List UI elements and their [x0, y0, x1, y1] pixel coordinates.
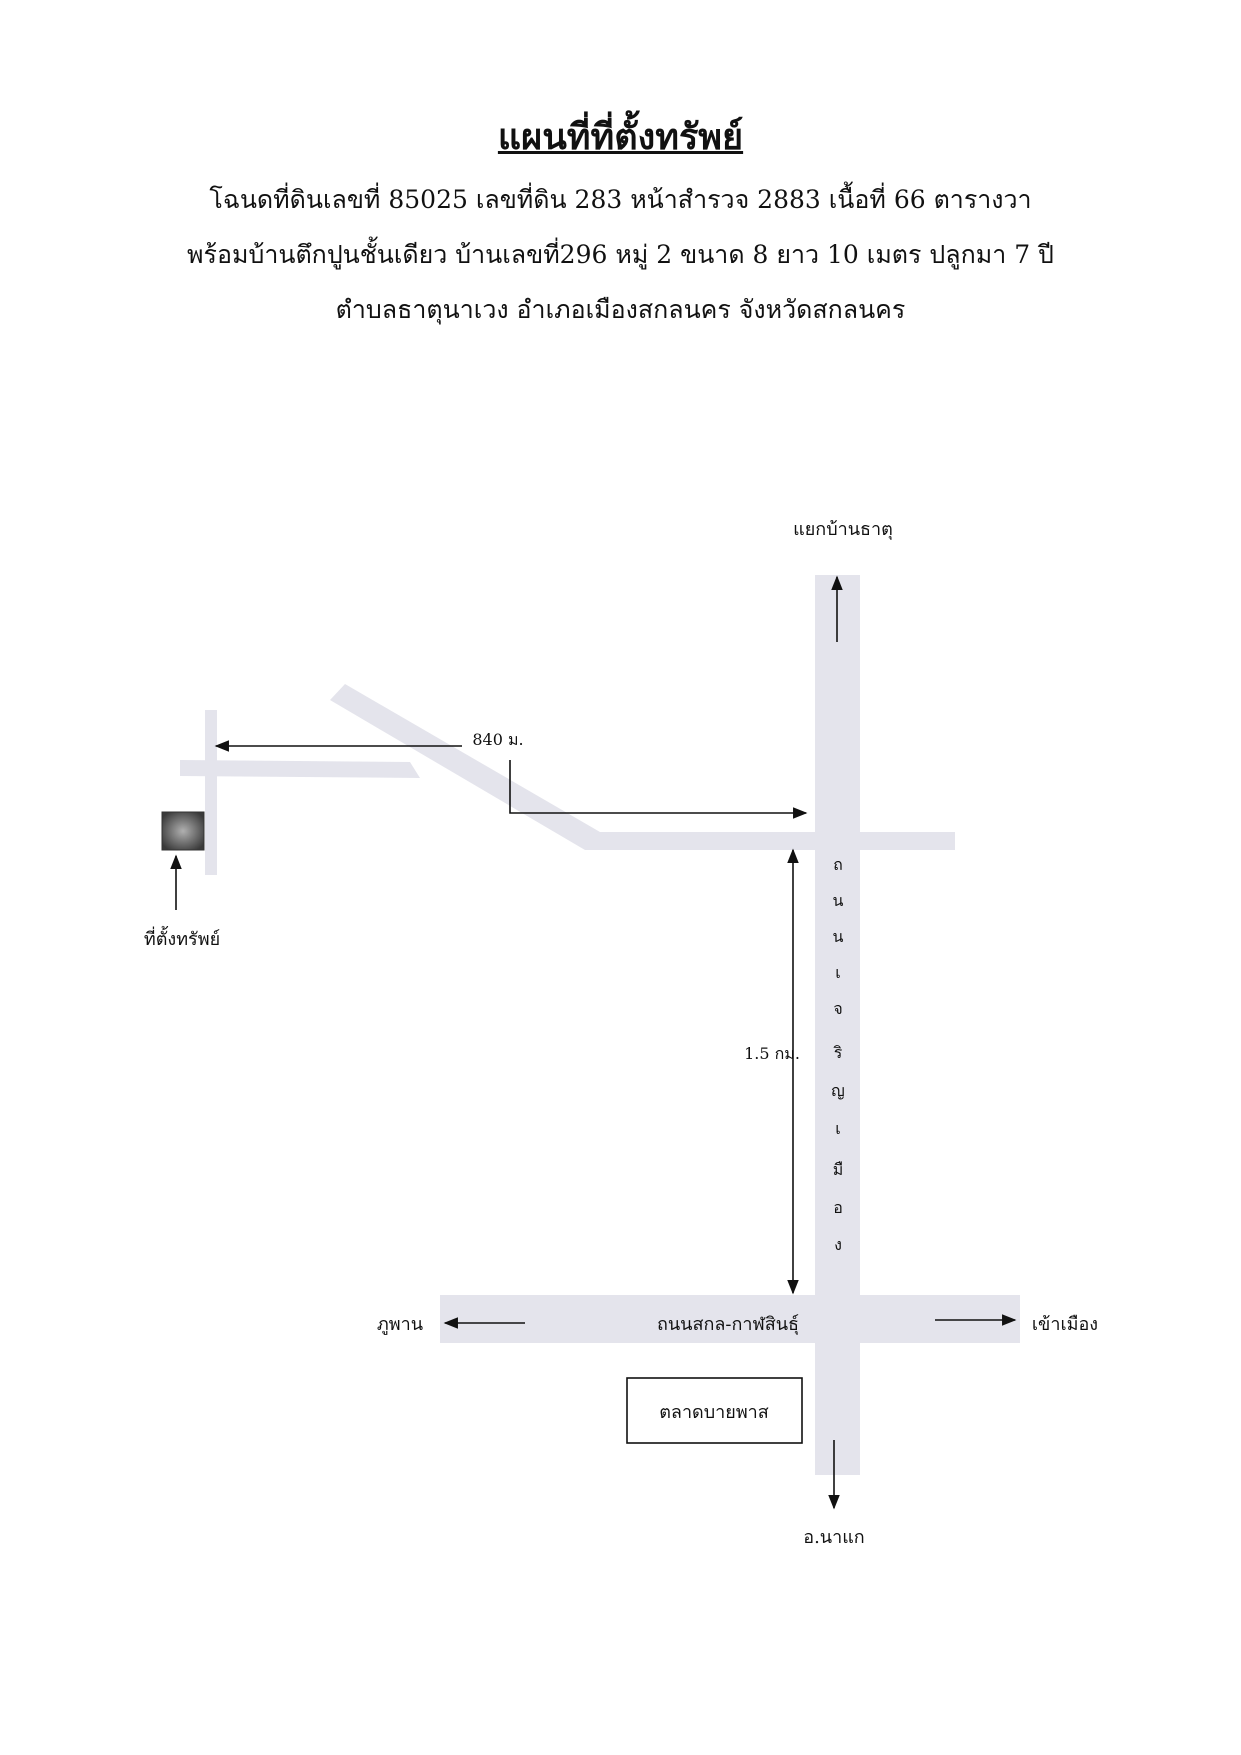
distance-1500-label: 1.5 กม. — [744, 1044, 800, 1063]
main-road-char: ญ — [831, 1081, 845, 1100]
distance-840-right-arrow — [509, 760, 808, 819]
address-line: ตำบลธาตุนาเวง อำเภอเมืองสกลนคร จังหวัดสก… — [335, 295, 906, 324]
map-arrows — [170, 575, 1017, 1510]
cross-road-sakon-kalasin — [440, 1295, 1020, 1343]
main-road-char: อ — [833, 1198, 843, 1217]
branch-road — [180, 760, 420, 778]
upper-east-road — [585, 832, 955, 850]
property-lane — [205, 710, 217, 875]
cross-road-label: ถนนสกล-กาฬสินธุ์ — [657, 1314, 799, 1335]
diagonal-road — [330, 684, 600, 850]
north-destination-label: แยกบ้านธาตุ — [793, 519, 893, 540]
distance-840-label: 840 ม. — [472, 730, 523, 749]
market-label: ตลาดบายพาส — [659, 1402, 769, 1423]
main-road-char: มื — [833, 1160, 844, 1179]
page-title: แผนที่ที่ตั้งทรัพย์ — [497, 116, 744, 158]
main-road-char: เ — [835, 963, 840, 982]
main-road-char: จ — [833, 999, 842, 1018]
house-info-line: พร้อมบ้านตึกปูนชั้นเดียว บ้านเลขที่296 ห… — [187, 240, 1054, 269]
main-road-char: น — [833, 927, 844, 946]
deed-info-line: โฉนดที่ดินเลขที่ 85025 เลขที่ดิน 283 หน้… — [209, 185, 1032, 214]
main-road-char: ง — [834, 1235, 842, 1254]
main-road-char: น — [833, 891, 844, 910]
property-label: ที่ตั้งทรัพย์ — [144, 926, 220, 950]
main-road-char: ริ — [833, 1043, 842, 1062]
west-destination-label: ภูพาน — [377, 1314, 423, 1335]
main-road-char: ถ — [833, 855, 843, 874]
property-marker — [161, 811, 205, 851]
main-road-label: ถ น น เ จ ริ ญ เ มื อ ง — [831, 855, 845, 1254]
roads — [180, 575, 1020, 1475]
south-destination-label: อ.นาแก — [803, 1527, 864, 1548]
market-box — [626, 1377, 803, 1444]
east-destination-label: เข้าเมือง — [1032, 1314, 1098, 1335]
main-road-char: เ — [835, 1119, 840, 1138]
